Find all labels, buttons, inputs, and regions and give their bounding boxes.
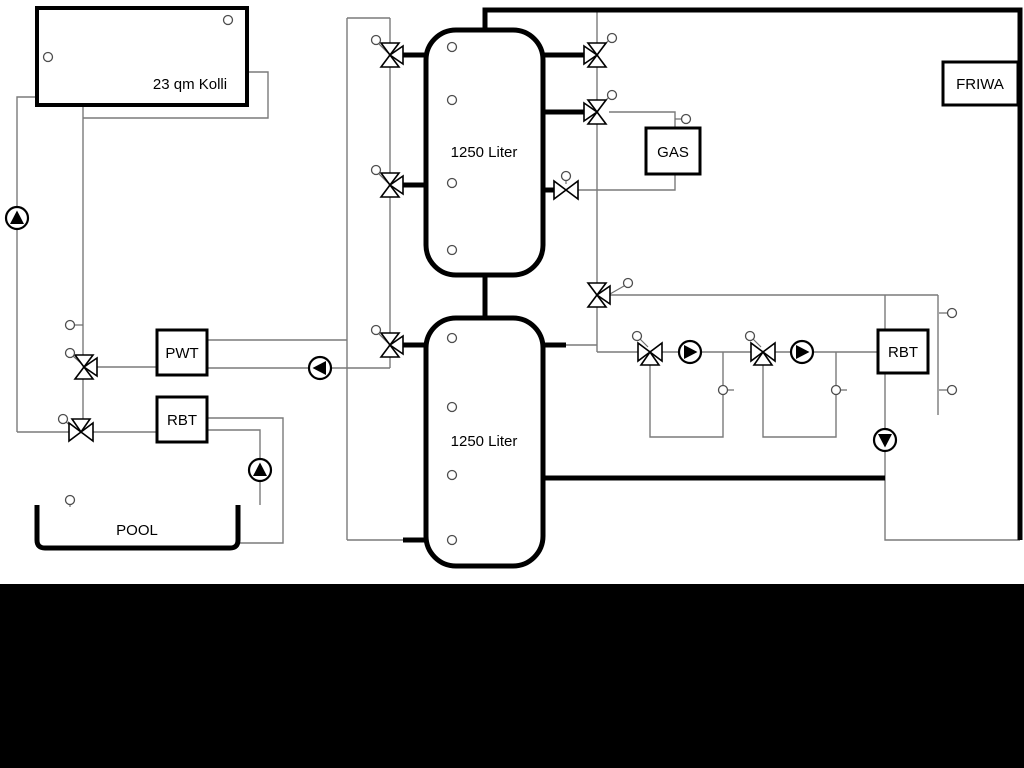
riser-bottom-three-way-valve-icon <box>380 332 404 358</box>
tank1-top-three-way-valve-icon <box>583 42 607 68</box>
sensor-icon <box>446 94 458 106</box>
buffer-tank-2 <box>423 315 546 569</box>
sensor-icon <box>64 494 76 506</box>
collector-label: 23 qm Kolli <box>153 76 227 93</box>
sensor-icon <box>946 307 958 319</box>
solar-collector-box <box>35 6 249 107</box>
riser-mid-three-way-valve-icon <box>380 172 404 198</box>
tank1-label: 1250 Liter <box>451 144 518 161</box>
heating-circuit-2-valve-icon <box>750 342 776 366</box>
solar-upper-three-way-valve-icon <box>74 354 98 380</box>
rbt-left-heat-exchanger-box <box>155 395 209 444</box>
pwt-heat-exchanger-box <box>155 328 209 377</box>
sensor-icon <box>446 469 458 481</box>
sensor-icon <box>446 177 458 189</box>
sensor-icon <box>222 14 234 26</box>
rbt-right-label: RBT <box>888 344 918 361</box>
sensor-icon <box>57 413 69 425</box>
sensor-icon <box>370 164 382 176</box>
main-pipes <box>403 7 1023 543</box>
sensor-icon <box>606 32 618 44</box>
friwa-station-box <box>941 60 1020 107</box>
sensor-icon <box>680 113 692 125</box>
pwt-label: PWT <box>165 345 198 362</box>
sensor-icon <box>42 51 54 63</box>
riser-top-three-way-valve-icon <box>380 42 404 68</box>
sensor-icon <box>946 384 958 396</box>
sensor-icon <box>717 384 729 396</box>
charge-pump-icon <box>307 355 333 381</box>
pool-label: POOL <box>116 522 158 539</box>
sensor-icon <box>744 330 756 342</box>
sensor-icon <box>631 330 643 342</box>
sensor-icon <box>446 41 458 53</box>
heating-circuit-1-valve-icon <box>637 342 663 366</box>
rbt-right-heat-exchanger-box <box>876 328 930 375</box>
sensor-icon <box>370 34 382 46</box>
distribution-three-way-valve-icon <box>587 282 611 308</box>
solar-lower-three-way-valve-icon <box>68 418 94 442</box>
pool-basin <box>34 505 241 551</box>
buffer-tank-1 <box>423 27 546 278</box>
sensor-icon <box>446 244 458 256</box>
sensor-icon <box>446 534 458 546</box>
gas-label: GAS <box>657 144 689 161</box>
sensor-icon <box>64 319 76 331</box>
gas-boiler-box <box>644 126 702 176</box>
temperature-sensors <box>42 14 958 546</box>
solar-pump-icon <box>4 205 30 231</box>
tank1-upper-three-way-valve-icon <box>583 99 607 125</box>
sensor-icon <box>446 401 458 413</box>
pipe-network <box>16 10 1020 544</box>
heating-pump-1-icon <box>677 339 703 365</box>
sensor-icon <box>446 332 458 344</box>
circulation-pump-icon <box>872 427 898 453</box>
heating-pump-2-icon <box>789 339 815 365</box>
sensor-icon <box>370 324 382 336</box>
sensor-icon <box>830 384 842 396</box>
footer-black-band <box>0 584 1024 768</box>
sensor-icon <box>622 277 634 289</box>
rbt-left-label: RBT <box>167 412 197 429</box>
friwa-label: FRIWA <box>956 76 1004 93</box>
sensor-icon <box>560 170 572 182</box>
pool-pump-icon <box>247 457 273 483</box>
tank2-label: 1250 Liter <box>451 433 518 450</box>
sensor-icon <box>606 89 618 101</box>
sensor-icon <box>64 347 76 359</box>
